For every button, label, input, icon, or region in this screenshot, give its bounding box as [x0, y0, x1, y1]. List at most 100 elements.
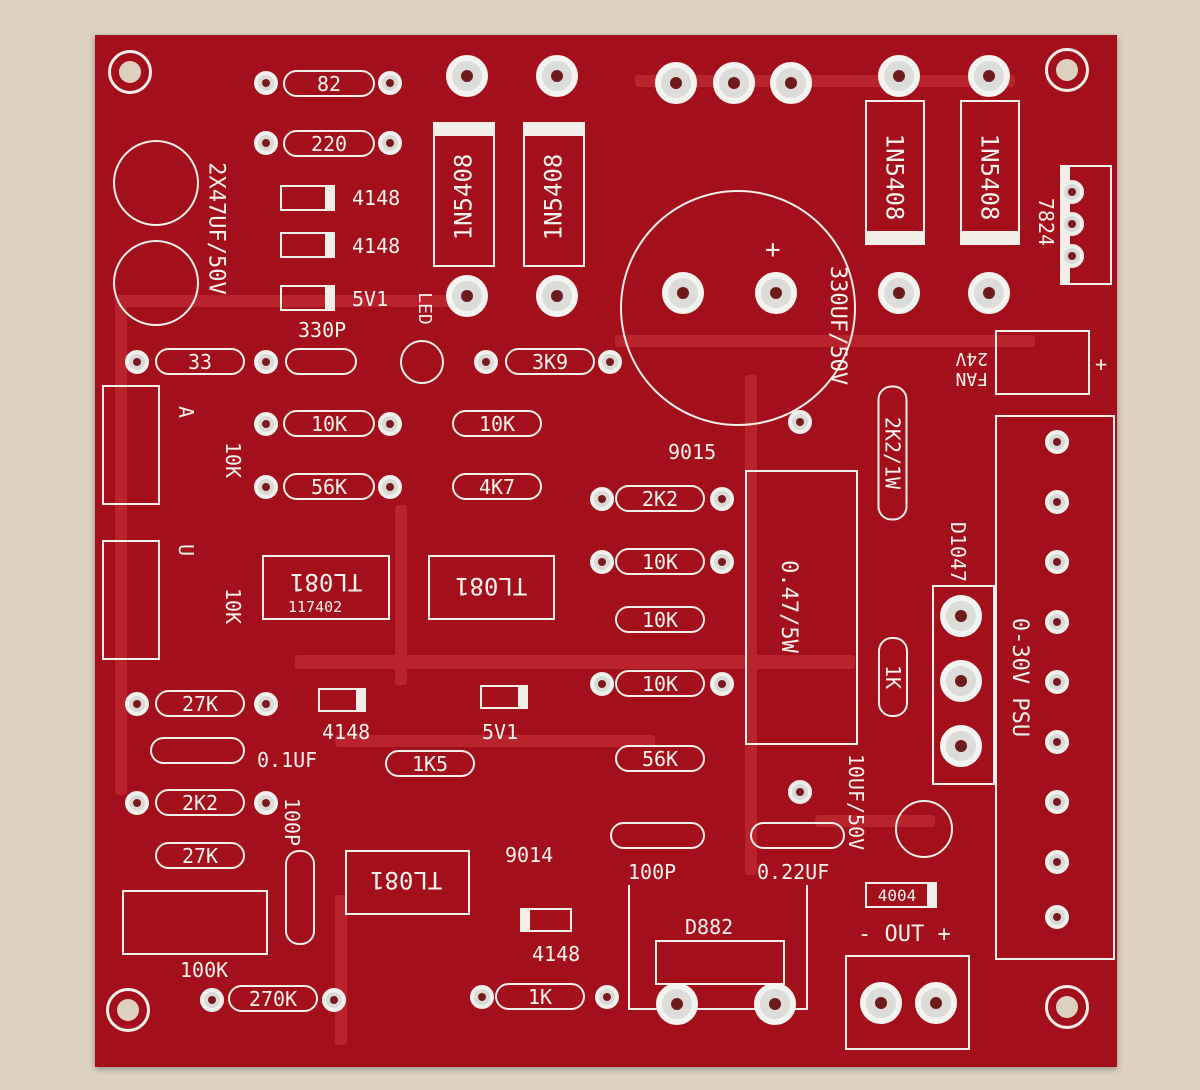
mounting-hole [106, 988, 150, 1032]
solder-pad [1045, 430, 1069, 454]
output-terminal [845, 955, 970, 1050]
diode-label: 4148 [322, 720, 371, 744]
capacitor-330p [285, 348, 357, 375]
ic-tl081 [428, 555, 555, 620]
resistor-270k: 270K [228, 985, 318, 1012]
resistor-10k: 10K [283, 410, 375, 437]
resistor-1k5: 1K5 [385, 750, 475, 777]
mounting-hole [108, 50, 152, 94]
solder-pad [940, 595, 982, 637]
solder-pad [590, 672, 614, 696]
solder-pad [656, 983, 698, 1025]
regulator-label: 7824 [1034, 197, 1059, 247]
resistor-3k9: 3K9 [505, 348, 595, 375]
solder-pad [125, 791, 149, 815]
fan-connector [995, 330, 1090, 395]
output-label: - OUT + [858, 922, 951, 947]
d882-label: D882 [685, 915, 734, 939]
capacitor-label: 100P [628, 860, 677, 884]
transistor-d882 [655, 940, 785, 985]
zener-5v1 [480, 685, 528, 709]
pot-u-connector [102, 540, 160, 660]
pot-a-value: 10K [221, 441, 246, 479]
ic-tl081 [262, 555, 390, 620]
plus-sign: + [765, 235, 781, 265]
transistor-d1047 [932, 585, 995, 785]
solder-pad [590, 487, 614, 511]
capacitor-100p [285, 850, 315, 945]
solder-pad [788, 410, 812, 434]
resistor-2k2-1w: 2K2/1W [877, 385, 908, 521]
diode-label: 5V1 [352, 287, 389, 311]
psu-label: 0-30V PSU [1007, 617, 1033, 738]
rectifier-diode [523, 122, 585, 267]
rectifier-label: 1N5408 [975, 133, 1004, 221]
rectifier-label: 1N5408 [880, 133, 909, 221]
solder-pad [254, 791, 278, 815]
solder-pad [1045, 850, 1069, 874]
transistor-label: 9014 [505, 843, 554, 867]
zener-5v1 [280, 285, 335, 311]
capacitor-label: 10UF/50V [844, 753, 869, 851]
solder-pad [1045, 670, 1069, 694]
solder-pad [770, 62, 812, 104]
capacitor-label: 100P [280, 797, 305, 847]
fan-plus: + [1095, 352, 1108, 376]
solder-pad [378, 475, 402, 499]
heatsink-outline [628, 885, 808, 1010]
transistor-label: 9015 [668, 440, 717, 464]
ic-label: TL081 [455, 572, 528, 600]
diode-4148 [280, 185, 335, 211]
diode-4148 [318, 688, 366, 712]
rectifier-label: 1N5408 [449, 153, 478, 241]
solder-pad [200, 988, 224, 1012]
solder-pad [710, 550, 734, 574]
rectifier-diode [960, 100, 1020, 245]
led-label: LED [413, 292, 435, 325]
solder-pad [1045, 610, 1069, 634]
resistor-2k2: 2K2 [615, 485, 705, 512]
capacitor-label: 330UF/50V [825, 265, 851, 386]
capacitor-0.22uf [750, 822, 845, 849]
solder-pad [1060, 212, 1084, 236]
solder-pad [536, 55, 578, 97]
solder-pad [536, 275, 578, 317]
solder-pad [254, 131, 278, 155]
mounting-hole [1045, 985, 1089, 1029]
solder-pad [470, 985, 494, 1009]
solder-pad [1045, 490, 1069, 514]
power-resistor [745, 470, 858, 745]
capacitor-330uf-outline [620, 190, 856, 426]
solder-pad [598, 350, 622, 374]
solder-pad [254, 412, 278, 436]
diode-label: 4148 [352, 186, 401, 210]
rectifier-diode [433, 122, 495, 267]
solder-pad [878, 272, 920, 314]
power-resistor-label: 0.47/5W [775, 560, 801, 653]
diode-label: 4148 [532, 942, 581, 966]
diode-label: 5V1 [482, 720, 519, 744]
solder-pad [1060, 244, 1084, 268]
capacitor-label: 0.22UF [757, 860, 830, 884]
solder-pad [378, 71, 402, 95]
capacitor-label: 0.1UF [257, 748, 318, 772]
resistor-27k: 27K [155, 690, 245, 717]
solder-pad [710, 672, 734, 696]
solder-pad [125, 692, 149, 716]
capacitor-10uf-outline [895, 800, 953, 858]
ic-marking: 117402 [288, 598, 343, 616]
resistor-10k: 10K [615, 548, 705, 575]
resistor-4k7: 4K7 [452, 473, 542, 500]
solder-pad [254, 350, 278, 374]
diode-4148 [520, 908, 572, 932]
pot-u-value: 10K [221, 587, 246, 625]
pot-a-connector [102, 385, 160, 505]
solder-pad [1045, 550, 1069, 574]
solder-pad [1045, 730, 1069, 754]
rectifier-diode [865, 100, 925, 245]
solder-pad [446, 55, 488, 97]
led-outline [400, 340, 444, 384]
resistor-2k2: 2K2 [155, 789, 245, 816]
solder-pad [860, 982, 902, 1024]
solder-pad [655, 62, 697, 104]
